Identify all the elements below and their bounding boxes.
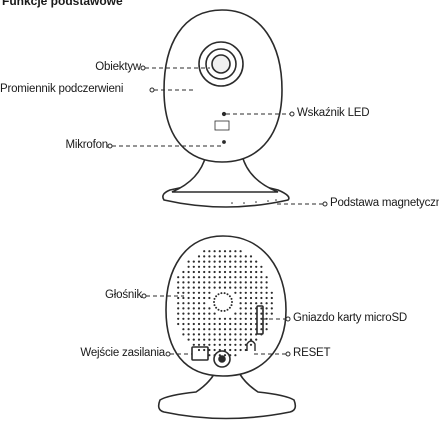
power-port — [192, 347, 208, 360]
label-power: Wejście zasilania — [80, 347, 165, 360]
label-reset: RESET — [293, 347, 330, 360]
reset-button — [247, 341, 255, 351]
label-mic: Mikrofon — [66, 139, 109, 152]
microphone-hole — [223, 141, 226, 144]
label-ir: Promiennik podczerwieni — [0, 83, 123, 96]
lens-glass — [212, 55, 230, 73]
label-base: Podstawa magnetyczna — [330, 197, 439, 210]
label-sd: Gniazdo karty microSD — [293, 312, 407, 325]
led-indicator — [222, 112, 225, 115]
label-led: Wskaźnik LED — [297, 107, 369, 120]
front-camera — [163, 10, 289, 207]
back-camera — [159, 236, 296, 419]
label-speaker: Głośnik — [105, 289, 142, 302]
label-lens: Obiektyw — [95, 61, 141, 74]
